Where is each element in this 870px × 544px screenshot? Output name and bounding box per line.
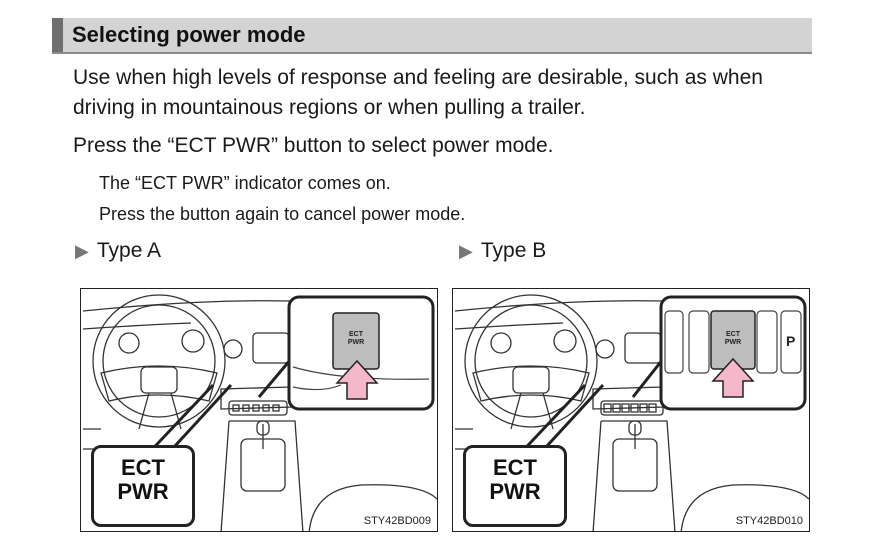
triangle-icon: ▶ [75, 241, 89, 261]
figure-type-b: ECT PWR P ECT PWR STY42BD010 [452, 288, 810, 532]
callout-line1: ECT [493, 455, 537, 480]
type-b-text: Type B [480, 239, 547, 262]
callout-line2: PWR [117, 479, 169, 504]
section-title: Selecting power mode [72, 22, 306, 47]
figure-code: STY42BD009 [363, 515, 431, 527]
callout-line2: PWR [489, 479, 541, 504]
type-a-text: Type A [96, 239, 162, 262]
button-text-line1: ECT [726, 331, 740, 338]
button-text-line2: PWR [347, 339, 365, 346]
type-a-label: ▶ Type A [75, 239, 161, 263]
section-header-rule [52, 52, 812, 54]
triangle-icon: ▶ [459, 241, 473, 261]
instruction-paragraph: Press the “ECT PWR” button to select pow… [73, 134, 554, 157]
side-button-letter: P [786, 333, 796, 349]
type-b-label: ▶ Type B [459, 239, 546, 263]
intro-paragraph: Use when high levels of response and fee… [73, 66, 763, 119]
button-text-line1: ECT [349, 331, 363, 338]
button-text-line2: PWR [724, 339, 742, 346]
note-indicator: The “ECT PWR” indicator comes on. [99, 173, 391, 193]
note-cancel: Press the button again to cancel power m… [99, 204, 466, 224]
figure-code: STY42BD010 [735, 515, 803, 527]
ect-pwr-callout: ECT PWR [91, 445, 195, 527]
ect-pwr-button-label: ECT PWR [720, 331, 746, 347]
callout-line1: ECT [121, 455, 165, 480]
figure-type-a: ECT PWR ECT PWR STY42BD009 [80, 288, 438, 532]
dashboard-illustration-b [454, 294, 809, 531]
dashboard-illustration-a [82, 294, 437, 531]
ect-pwr-callout: ECT PWR [463, 445, 567, 527]
ect-pwr-button-label: ECT PWR [343, 331, 369, 347]
section-header: Selecting power mode [52, 18, 812, 54]
section-header-bar [52, 18, 63, 54]
